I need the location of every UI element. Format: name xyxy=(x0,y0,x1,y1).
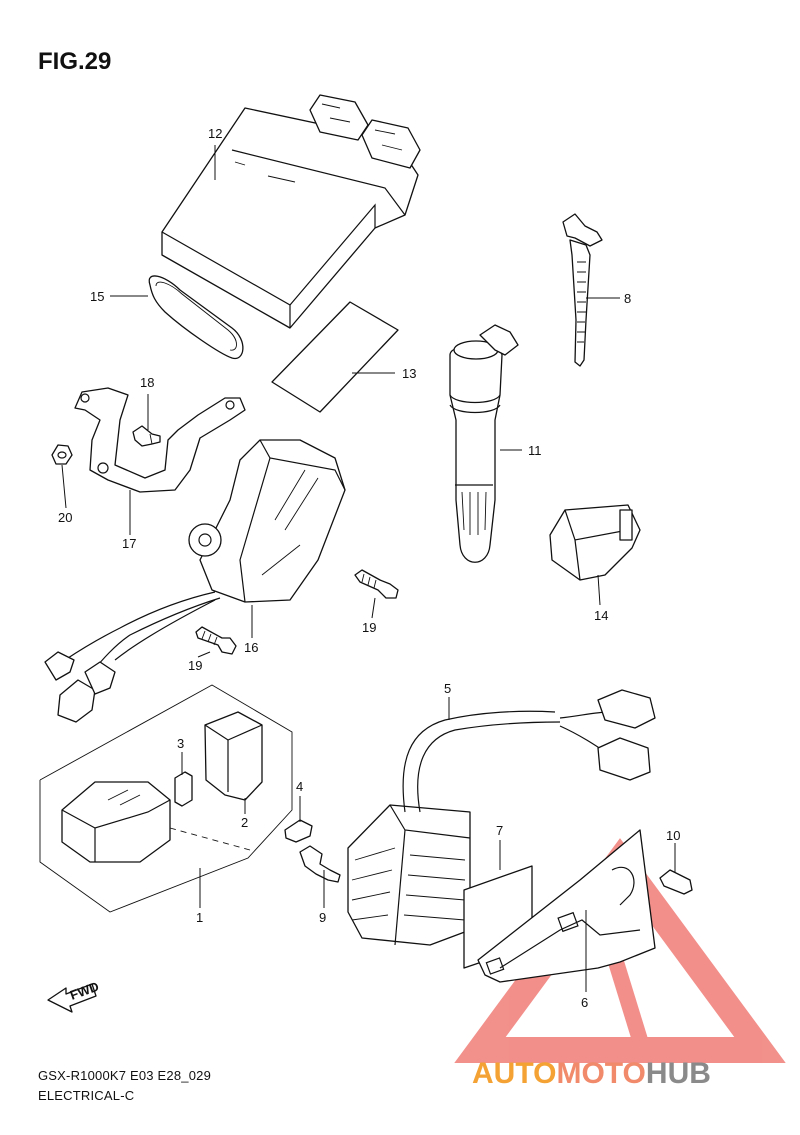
bolt-9 xyxy=(299,845,341,883)
watermark-hub: HUB xyxy=(646,1057,711,1090)
ignition-coil xyxy=(449,324,519,563)
callout-12: 12 xyxy=(208,126,222,141)
callout-14: 14 xyxy=(594,608,608,623)
callout-1: 1 xyxy=(196,910,203,925)
callout-7: 7 xyxy=(496,823,503,838)
callout-2: 2 xyxy=(241,815,248,830)
callout-17: 17 xyxy=(122,536,136,551)
bolt-10 xyxy=(659,869,693,895)
callout-15: 15 xyxy=(90,289,104,304)
bolt-19-left xyxy=(195,626,237,655)
svg-text:AUTOMOTOHUB: AUTOMOTOHUB xyxy=(472,1057,711,1090)
bolt-4 xyxy=(284,819,313,843)
callout-13: 13 xyxy=(402,366,416,381)
fuse-box-group xyxy=(39,684,293,913)
rubber-band xyxy=(148,275,244,359)
callout-10: 10 xyxy=(666,828,680,843)
callout-20: 20 xyxy=(58,510,72,525)
ecm-unit xyxy=(161,94,421,329)
bolt-19-right xyxy=(354,569,399,599)
callout-9: 9 xyxy=(319,910,326,925)
callout-11: 11 xyxy=(528,443,542,458)
regulator-rectifier xyxy=(347,689,656,946)
relay xyxy=(549,504,641,581)
cable-tie xyxy=(562,213,603,367)
callout-4: 4 xyxy=(296,779,303,794)
callout-3: 3 xyxy=(177,736,184,751)
callout-16: 16 xyxy=(244,640,258,655)
figure-title: FIG.29 xyxy=(38,48,112,75)
callout-5: 5 xyxy=(444,681,451,696)
fwd-arrow-icon: FWD xyxy=(47,979,101,1013)
nut-20 xyxy=(51,444,73,465)
watermark-text: AUTOMOTOHUB xyxy=(472,1057,711,1090)
bolt-18 xyxy=(132,425,161,447)
callout-19-right: 19 xyxy=(362,620,376,635)
leader-lines xyxy=(61,145,676,992)
callout-19-left: 19 xyxy=(188,658,202,673)
callout-6: 6 xyxy=(581,995,588,1010)
footer-model-code: GSX-R1000K7 E03 E28_029 xyxy=(38,1068,211,1083)
callout-8: 8 xyxy=(624,291,631,306)
footer-section: ELECTRICAL-C xyxy=(38,1088,135,1103)
callouts: 12 15 13 8 11 18 20 17 14 19 19 16 5 3 2… xyxy=(58,126,680,1010)
bracket xyxy=(74,387,246,493)
watermark-moto: MOTO xyxy=(556,1057,645,1090)
callout-18: 18 xyxy=(140,375,154,390)
regulator-bracket xyxy=(477,829,656,983)
watermark-auto: AUTO xyxy=(472,1057,556,1090)
cushion-pad xyxy=(271,301,399,413)
control-unit-harness xyxy=(44,439,346,723)
